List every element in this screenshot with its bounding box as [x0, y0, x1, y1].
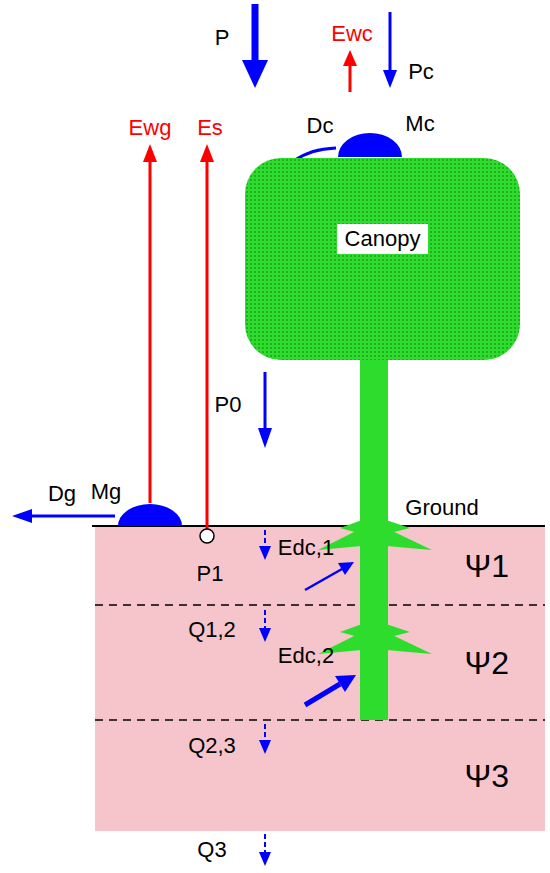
flux-label: Dc	[307, 115, 334, 137]
arrow-head	[200, 144, 214, 162]
layer-boundary	[95, 719, 545, 721]
flux-label: P	[215, 27, 230, 49]
evap-arrow	[206, 160, 209, 530]
flux-label: Pc	[408, 61, 434, 83]
tree-trunk	[360, 352, 388, 720]
arrow-head	[338, 562, 354, 575]
soil-ground	[95, 526, 545, 831]
flux-label: Mc	[405, 113, 434, 135]
uptake-arrow	[305, 684, 340, 705]
layer-potential-label: Ψ2	[464, 647, 509, 679]
arrow-head	[259, 852, 271, 866]
evap-arrow	[349, 64, 352, 92]
arrow-head	[259, 628, 271, 642]
root-spike	[386, 624, 410, 638]
flow-arrow	[264, 530, 266, 548]
soil-pore	[200, 529, 214, 543]
flux-label: Ground	[405, 497, 478, 519]
flux-label: Mg	[91, 481, 122, 503]
soil-layer: Ψ3	[95, 720, 545, 831]
arrow-head	[242, 60, 268, 88]
flux-label: Edc,1	[278, 537, 334, 559]
uptake-arrow	[305, 569, 342, 590]
canopy-label: Canopy	[337, 224, 429, 254]
flux-label: P0	[215, 394, 242, 416]
arrow-head	[258, 428, 272, 448]
flux-label: Edc,2	[278, 645, 334, 667]
flow-arrow	[389, 12, 392, 72]
arrow-head	[335, 675, 356, 692]
flux-label: Ewc	[331, 23, 373, 45]
arrow-head	[259, 546, 271, 560]
flow-arrow	[264, 610, 266, 630]
root-spike	[386, 520, 410, 534]
water-store-dome	[338, 133, 402, 157]
flux-label: Ewg	[129, 117, 172, 139]
flow-arrow	[264, 834, 266, 854]
layer-potential-label: Ψ1	[464, 550, 509, 582]
flux-label: Q1,2	[188, 619, 236, 641]
flux-label: Dg	[48, 483, 76, 505]
root-spike	[340, 624, 362, 638]
arrow-head	[383, 70, 397, 88]
precip-arrow	[252, 4, 259, 62]
flow-arrow	[264, 724, 266, 742]
layer-potential-label: Ψ3	[464, 760, 509, 792]
arrow-head	[259, 740, 271, 754]
flux-label: Es	[197, 117, 223, 139]
evap-arrow	[149, 160, 152, 503]
arrow-head	[12, 509, 32, 523]
canopy-box: Canopy	[245, 158, 520, 360]
flow-arrow	[30, 515, 115, 518]
flux-label: Q2,3	[188, 735, 236, 757]
water-store-dome	[118, 504, 182, 526]
layer-boundary	[95, 604, 545, 606]
flux-label: Q3	[197, 839, 226, 861]
arrow-head	[143, 144, 157, 162]
flow-arrow	[264, 372, 267, 430]
root-spike	[340, 520, 362, 534]
flux-label: P1	[197, 563, 224, 585]
arrow-head	[343, 50, 357, 66]
